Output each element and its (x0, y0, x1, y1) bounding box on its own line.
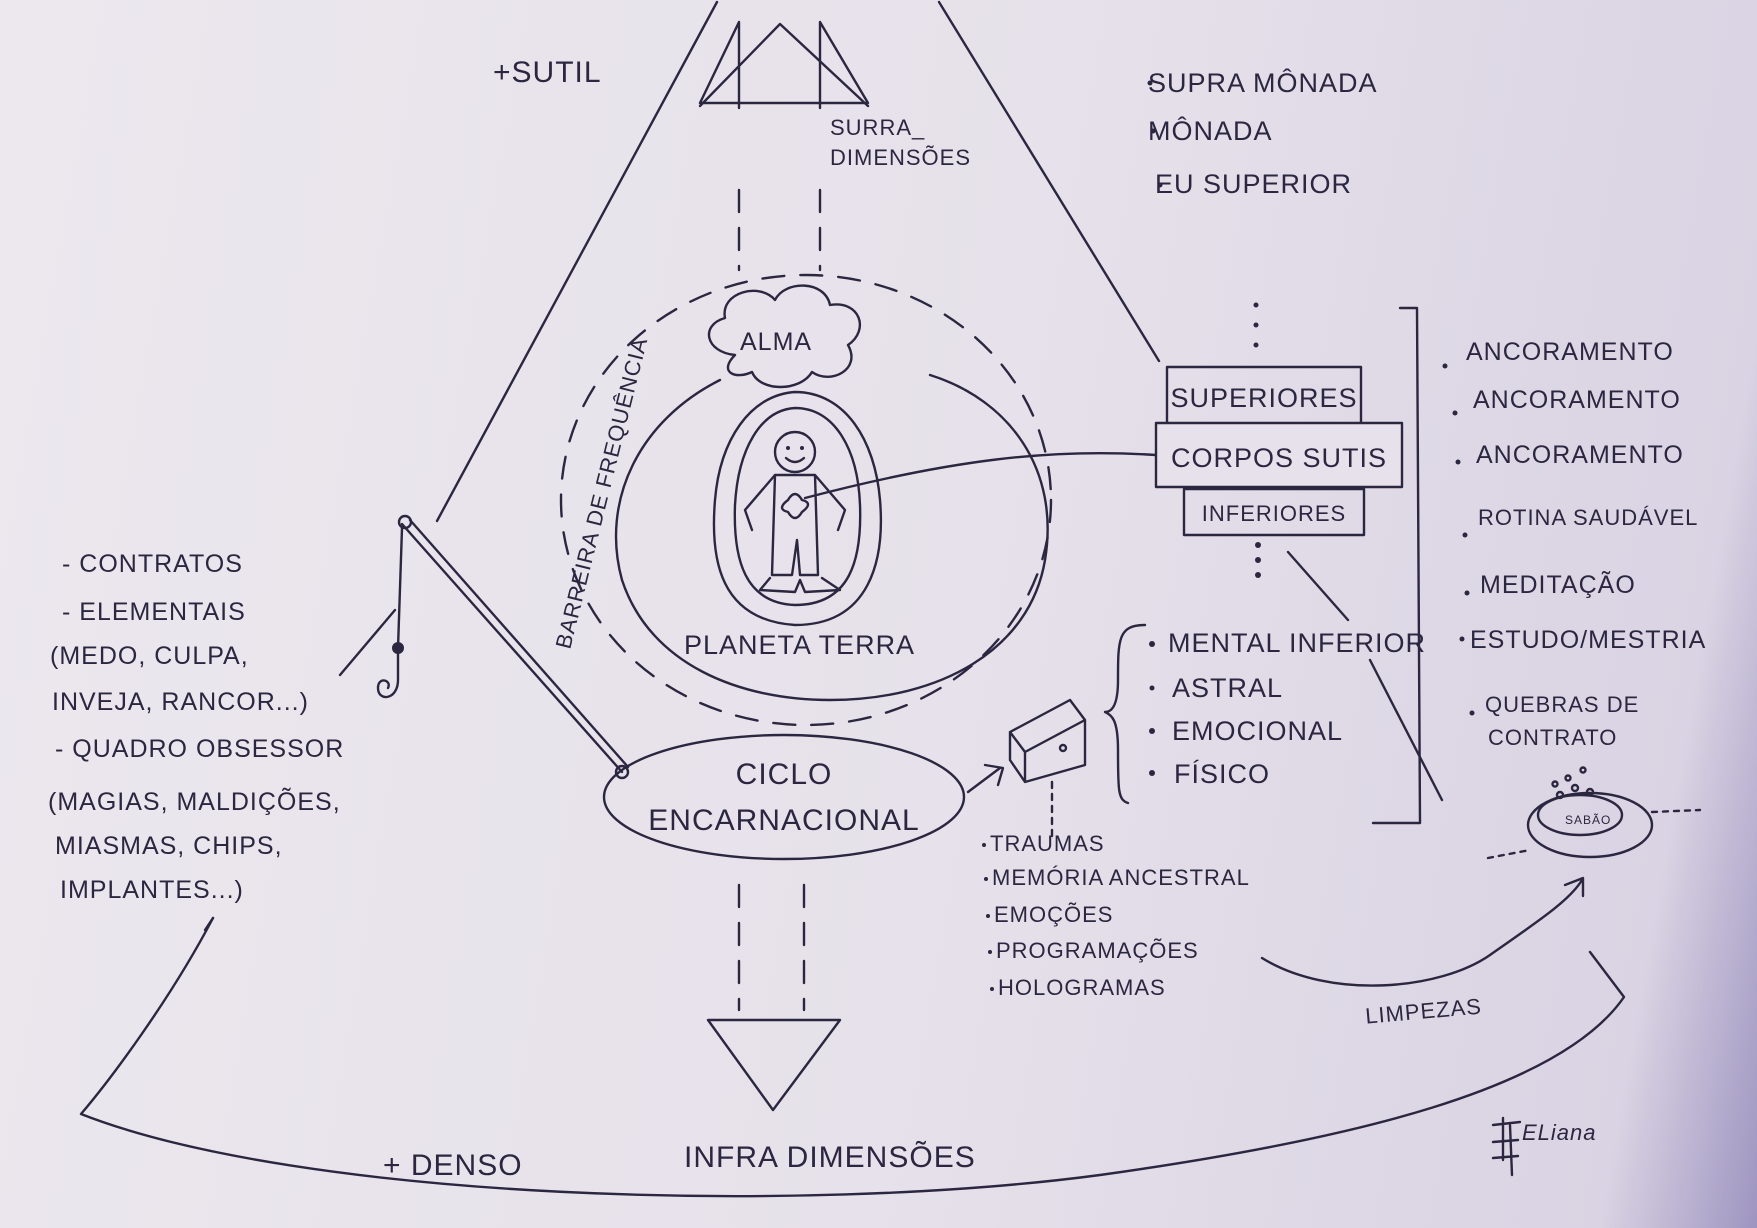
list-item: EU SUPERIOR (1155, 169, 1352, 199)
cleaning-arrow (1260, 876, 1585, 987)
practices-list: ANCORAMENTO ANCORAMENTO ANCORAMENTO ROTI… (1466, 338, 1706, 750)
upper-bodies-label: SUPERIORES (1170, 383, 1357, 413)
supra-dimensions-label-1: SURRA_ (830, 115, 925, 140)
outer-boundary-left (435, 0, 719, 523)
practices-bracket (1371, 306, 1422, 825)
fishing-rod-icon (376, 514, 630, 780)
cleaning-label: LIMPEZAS (1364, 994, 1483, 1029)
soul-label: ALMA (740, 328, 812, 356)
person-figure-icon (743, 430, 847, 594)
list-item: (MEDO, CULPA, (50, 642, 249, 670)
planet-earth-circle (614, 373, 1049, 702)
aura-inner (733, 406, 862, 607)
list-item: MÔNADA (1148, 115, 1273, 146)
list-item: ESTUDO/MESTRIA (1470, 626, 1706, 654)
list-item: MENTAL INFERIOR (1168, 628, 1426, 658)
signature: ELiana (1491, 1116, 1597, 1177)
frequency-barrier-circle (559, 273, 1053, 727)
list-item: INVEJA, RANCOR...) (52, 688, 309, 716)
subtle-bodies-label: CORPOS SUTIS (1171, 443, 1387, 473)
connector-line (803, 451, 1158, 500)
cycle-label-1: CICLO (736, 758, 833, 791)
list-item: ASTRAL (1172, 673, 1283, 703)
attachments-list: - CONTRATOS - ELEMENTAIS (MEDO, CULPA, I… (48, 550, 344, 904)
list-item: ANCORAMENTO (1476, 441, 1684, 469)
list-item: PROGRAMAÇÕES (996, 938, 1199, 963)
up-arrow-icon (698, 20, 870, 110)
frequency-barrier-label: BARREIRA DE FREQUÊNCIA (551, 334, 653, 651)
lower-bodies-label: INFERIORES (1202, 501, 1346, 526)
list-item: MIASMAS, CHIPS, (55, 832, 283, 860)
brace (1103, 623, 1147, 805)
subtle-bodies-box (1154, 421, 1404, 489)
list-item: CONTRATO (1488, 725, 1617, 750)
incarnation-cycle-ellipse (602, 733, 966, 861)
list-item: IMPLANTES...) (60, 876, 244, 904)
soap-icon: SABÃO (1486, 766, 1702, 860)
list-item: ANCORAMENTO (1473, 386, 1681, 414)
list-item: HOLOGRAMAS (998, 975, 1166, 1000)
outer-boundary-right (937, 0, 1161, 363)
list-item: (MAGIAS, MALDIÇÕES, (48, 787, 341, 816)
list-item: MEMÓRIA ANCESTRAL (992, 865, 1250, 890)
list-item: MEDITAÇÃO (1480, 570, 1636, 599)
list-item: TRAUMAS (990, 831, 1105, 856)
subtle-label: +SUTIL (493, 56, 602, 89)
cycle-label-2: ENCARNACIONAL (648, 804, 919, 837)
supra-dimensions-label-2: DIMENSÕES (830, 145, 971, 170)
aura-outer (712, 390, 883, 627)
list-item: EMOCIONAL (1172, 716, 1343, 746)
up-arrow-outline (698, 22, 870, 108)
list-item: - ELEMENTAIS (62, 598, 246, 626)
soap-label: SABÃO (1565, 813, 1611, 827)
pointer-line (203, 916, 215, 932)
arrow-to-baggage (966, 763, 1005, 794)
higher-self-list: SUPRA MÔNADA MÔNADA EU SUPERIOR (1148, 67, 1378, 199)
baggage-list: TRAUMAS MEMÓRIA ANCESTRAL EMOÇÕES PROGRA… (990, 831, 1250, 1000)
planet-earth-label: PLANETA TERRA (684, 630, 915, 660)
pointer-line (1286, 550, 1444, 802)
lower-bodies-box (1182, 487, 1366, 537)
list-item: EMOÇÕES (994, 902, 1113, 927)
list-item: - QUADRO OBSESSOR (55, 735, 344, 763)
infra-dimensions-label: INFRA DIMENSÕES (684, 1140, 976, 1174)
list-item: ANCORAMENTO (1466, 338, 1674, 366)
dense-label: + DENSO (383, 1149, 523, 1182)
lower-bodies-list: MENTAL INFERIOR ASTRAL EMOCIONAL FÍSICO (1168, 628, 1426, 789)
list-item: - CONTRATOS (62, 550, 243, 578)
list-item: FÍSICO (1174, 759, 1270, 789)
soul-cloud-icon (707, 284, 862, 389)
baggage-icon (1008, 698, 1087, 784)
down-arrow-icon (706, 1018, 842, 1112)
dots-above (1253, 302, 1259, 348)
pointer-line (338, 608, 397, 677)
list-item: ROTINA SAUDÁVEL (1478, 505, 1698, 530)
list-item: SUPRA MÔNADA (1148, 67, 1378, 98)
list-item: QUEBRAS DE (1485, 692, 1639, 717)
heart-flower-icon (780, 492, 810, 520)
hook-icon (376, 652, 400, 699)
dots-below (1255, 542, 1261, 578)
outer-boundary-bottom (79, 916, 1626, 1198)
svg-text:ELiana: ELiana (1522, 1120, 1597, 1145)
